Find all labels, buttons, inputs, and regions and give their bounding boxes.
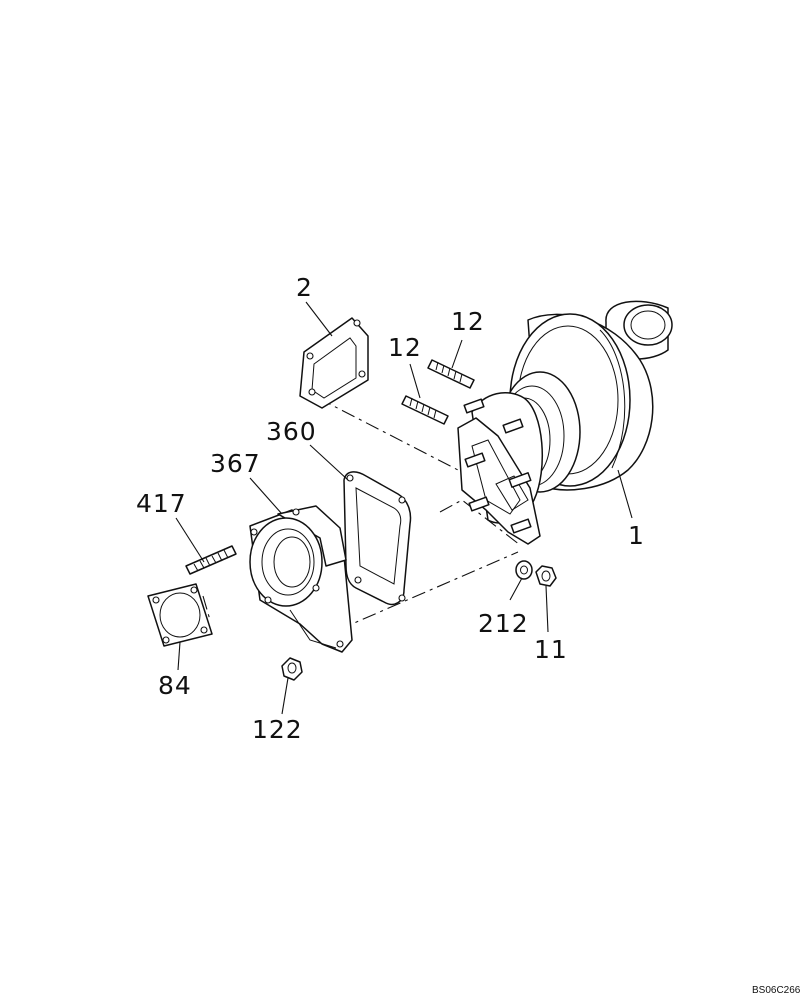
callout-labels: 2 12 12 360 367 417 84 212 11 122 1 [136, 273, 645, 744]
washer-212 [515, 560, 533, 580]
stud-12-lower [401, 395, 449, 425]
leader-lines [175, 301, 633, 715]
assembly-centerlines [202, 397, 521, 631]
turbocharger-assembly [457, 300, 673, 545]
callout-367: 367 [210, 449, 261, 478]
callout-1: 1 [628, 521, 645, 550]
callout-84: 84 [158, 671, 192, 700]
callout-12-left: 12 [388, 333, 422, 362]
callout-11: 11 [534, 635, 568, 664]
callout-122: 122 [252, 715, 303, 744]
nut-122 [281, 657, 303, 681]
callout-2: 2 [296, 273, 313, 302]
stud-417 [185, 545, 237, 575]
callout-212: 212 [478, 609, 529, 638]
drawing-code: BS06C266 [752, 985, 801, 996]
callout-360: 360 [266, 417, 317, 446]
gasket-84 [147, 583, 213, 647]
callout-12-right: 12 [451, 307, 485, 336]
callout-417: 417 [136, 489, 187, 518]
gasket-360 [343, 471, 412, 606]
elbow-367 [249, 505, 353, 653]
nut-11 [535, 565, 557, 587]
stud-12-upper [427, 359, 475, 389]
gasket-2 [299, 317, 369, 409]
